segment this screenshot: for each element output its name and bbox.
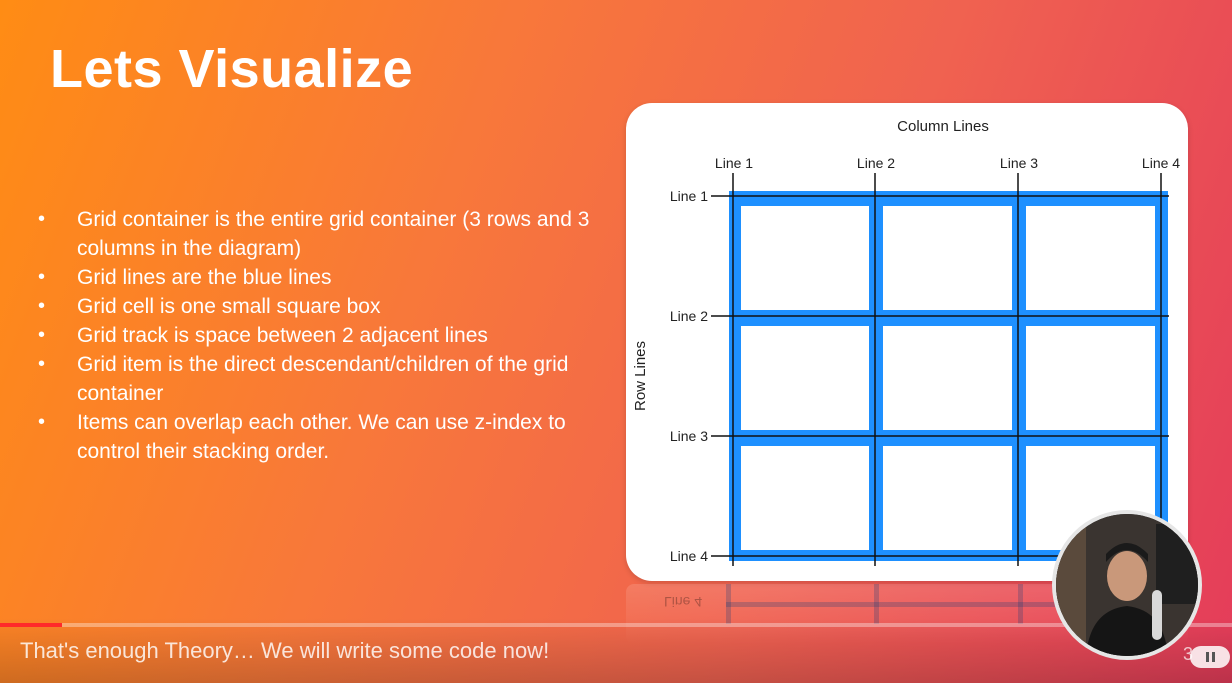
bullet-text: Items can overlap each other. We can use… bbox=[77, 411, 566, 463]
reflection-line bbox=[874, 584, 879, 624]
column-line-label: Line 3 bbox=[1000, 155, 1038, 171]
grid-cell bbox=[741, 326, 869, 430]
grid-cell bbox=[883, 206, 1012, 310]
bullet-dot: • bbox=[38, 353, 46, 375]
page-indicator: 3 bbox=[1183, 644, 1194, 664]
row-lines-label: Row Lines bbox=[632, 341, 649, 411]
reflection-line bbox=[726, 584, 731, 624]
bullet-item: • Grid container is the entire grid conta… bbox=[38, 205, 608, 263]
row-line-label: Line 1 bbox=[670, 188, 708, 204]
bullet-item: • Grid lines are the blue lines bbox=[38, 263, 608, 292]
grid-cell bbox=[1026, 206, 1155, 310]
bullet-text: Grid container is the entire grid contai… bbox=[77, 208, 590, 260]
presenter-avatar bbox=[1056, 514, 1198, 656]
pause-button[interactable] bbox=[1190, 646, 1230, 668]
bullet-dot: • bbox=[38, 324, 46, 346]
row-line-label: Line 4 bbox=[670, 548, 708, 564]
column-line-label: Line 4 bbox=[1142, 155, 1180, 171]
reflection-label: Line 4 bbox=[664, 594, 703, 610]
grid-cell bbox=[741, 446, 869, 550]
grid-layer: Line 1 Line 2 Line 3 Line 4 Line 1 Line 2 Line… bbox=[670, 155, 1180, 566]
bullet-text: Grid track is space between 2 adjacent l… bbox=[77, 324, 488, 347]
pause-icon bbox=[1212, 652, 1215, 662]
video-caption: That's enough Theory… We will write some… bbox=[20, 638, 550, 663]
row-line-label: Line 3 bbox=[670, 428, 708, 444]
column-lines-label: Column Lines bbox=[897, 118, 989, 135]
bullet-item: • Grid item is the direct descendant/chil… bbox=[38, 350, 608, 408]
bullet-text: Grid cell is one small square box bbox=[77, 295, 381, 318]
bullet-item: • Grid cell is one small square box bbox=[38, 292, 608, 321]
bullet-item: • Items can overlap each other. We can us… bbox=[38, 408, 608, 466]
column-line-label: Line 1 bbox=[715, 155, 753, 171]
bullet-dot: • bbox=[38, 295, 46, 317]
video-caption-bar bbox=[0, 618, 1232, 683]
video-progress-fill bbox=[0, 623, 62, 627]
bullet-dot: • bbox=[38, 411, 46, 433]
column-line-label: Line 2 bbox=[857, 155, 895, 171]
pause-icon bbox=[1206, 652, 1209, 662]
grid-cell bbox=[883, 326, 1012, 430]
grid-cell bbox=[741, 206, 869, 310]
bullet-list: • Grid container is the entire grid conta… bbox=[38, 205, 608, 466]
slide-title: Lets Visualize bbox=[50, 39, 414, 99]
bullet-item: • Grid track is space between 2 adjacent … bbox=[38, 321, 608, 350]
bullet-text: Grid lines are the blue lines bbox=[77, 266, 332, 289]
bullet-dot: • bbox=[38, 266, 46, 288]
grid-cell bbox=[1026, 326, 1155, 430]
bullet-text: Grid item is the direct descendant/child… bbox=[77, 353, 569, 405]
row-line-label: Line 2 bbox=[670, 308, 708, 324]
video-progress-bar[interactable] bbox=[0, 623, 1232, 627]
webcam-overlay bbox=[1052, 510, 1202, 660]
reflection-line bbox=[726, 602, 1166, 607]
bullet-dot: • bbox=[38, 208, 46, 230]
grid-cell bbox=[883, 446, 1012, 550]
reflection-line bbox=[1018, 584, 1023, 624]
